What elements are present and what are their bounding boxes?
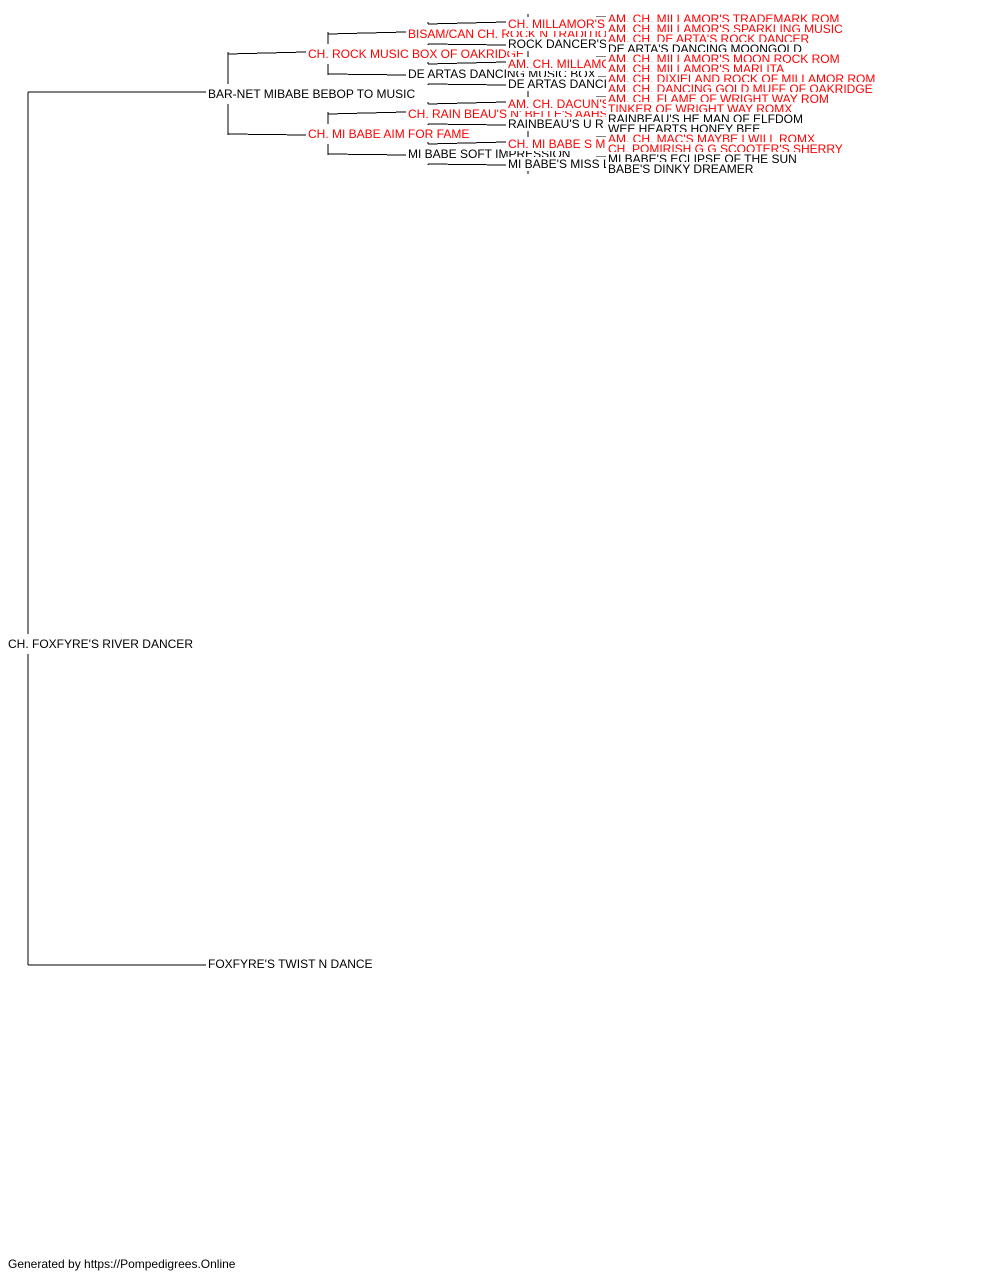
connector-line — [327, 31, 407, 35]
connector-line — [427, 21, 507, 25]
generated-by-footer: Generated by https://Pompedigrees.Online — [8, 1257, 236, 1271]
pedigree-entry-ch-mi-babe-aim-for-fame: CH. MI BABE AIM FOR FAME — [306, 127, 472, 141]
pedigree-entry-bar-net-mibabe-bebop-to-music: BAR-NET MIBABE BEBOP TO MUSIC — [206, 87, 418, 101]
connector-line — [427, 61, 507, 65]
connector-line — [327, 153, 407, 156]
connector-line — [427, 83, 507, 86]
connector-line — [227, 133, 307, 136]
pedigree-entry-foxfyre-s-twist-n-dance: FOXFYRE'S TWIST N DANCE — [206, 957, 375, 971]
pedigree-entry-babe-s-dinky-dreamer: BABE'S DINKY DREAMER — [606, 162, 756, 176]
connector-line — [427, 141, 507, 145]
connector-line — [427, 163, 507, 166]
pedigree-entry-ch-rock-music-box-of-oakridge: CH. ROCK MUSIC BOX OF OAKRIDGE — [306, 47, 527, 61]
pedigree-entry-ch-foxfyre-s-river-dancer: CH. FOXFYRE'S RIVER DANCER — [6, 637, 195, 651]
connector-line — [427, 123, 507, 126]
connector-line — [427, 43, 507, 46]
connector-line — [227, 51, 307, 55]
connector-line — [327, 111, 407, 115]
connector-line — [327, 73, 407, 76]
connector-line — [427, 101, 507, 105]
